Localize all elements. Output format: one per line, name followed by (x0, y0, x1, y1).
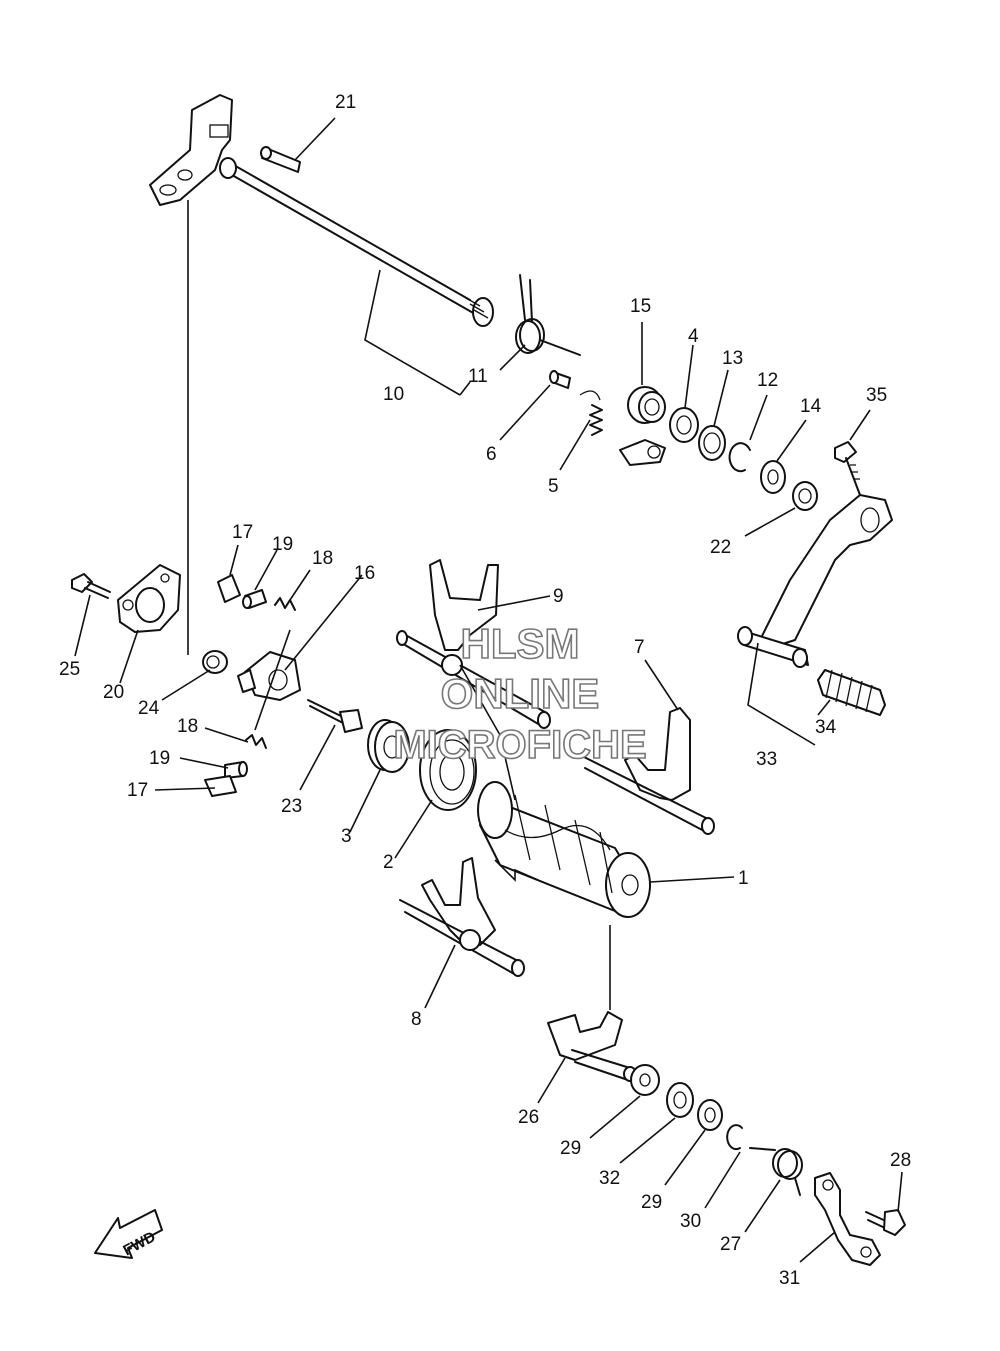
callout-29-upper: 29 (560, 1138, 581, 1159)
pin-17-bottom (204, 775, 237, 797)
washer-29-lower (697, 1099, 723, 1131)
callout-4: 4 (688, 326, 699, 347)
shift-shaft-assembly (149, 94, 494, 327)
washer-13 (698, 425, 726, 461)
callout-5: 5 (548, 476, 559, 497)
callout-16: 16 (354, 563, 375, 584)
callout-10: 10 (383, 384, 404, 405)
pin-6 (549, 370, 571, 389)
callout-29-lower: 29 (641, 1192, 662, 1213)
circlip-12 (728, 442, 751, 473)
callout-14: 14 (800, 396, 822, 417)
washer-29-upper (630, 1064, 660, 1096)
shift-guide-26 (547, 1011, 637, 1082)
screw-23 (307, 699, 363, 733)
callout-labels: 21 10 11 15 4 13 12 14 35 6 5 22 17 19 1… (59, 92, 911, 1289)
reference-lines (187, 200, 611, 1010)
callout-28: 28 (890, 1150, 911, 1171)
callout-31: 31 (779, 1268, 800, 1289)
torsion-spring-27 (749, 1147, 803, 1196)
shift-fork-8 (399, 857, 525, 977)
callout-25: 25 (59, 659, 80, 680)
callout-7: 7 (634, 637, 645, 658)
callout-18-bottom: 18 (177, 716, 198, 737)
pin-17-top (217, 574, 241, 603)
callout-11: 11 (468, 366, 488, 387)
oil-seal-22 (792, 481, 818, 511)
callout-8: 8 (411, 1009, 422, 1030)
bolt-35 (834, 441, 861, 496)
callout-33: 33 (756, 749, 777, 770)
callout-6: 6 (486, 444, 497, 465)
collar-15 (627, 386, 666, 424)
callout-32: 32 (599, 1168, 620, 1189)
callout-27: 27 (720, 1234, 741, 1255)
watermark-line-2: ONLINE (441, 670, 600, 717)
callout-35: 35 (866, 385, 887, 406)
callout-12: 12 (757, 370, 778, 391)
forward-direction-arrow: FWD (94, 1209, 163, 1259)
callout-2: 2 (383, 852, 394, 873)
callout-3: 3 (341, 826, 352, 847)
stopper-plate-20 (117, 564, 181, 633)
callout-17-top: 17 (232, 522, 253, 543)
spring-18-bottom (245, 734, 267, 749)
pedal-rubber-34 (817, 669, 886, 716)
callout-19-top: 19 (272, 534, 293, 555)
callout-15: 15 (630, 296, 651, 317)
circlip-30 (726, 1124, 743, 1151)
callout-24: 24 (138, 698, 160, 719)
callout-18-top: 18 (312, 548, 333, 569)
bearing-2 (419, 729, 477, 811)
callout-leaders (74, 117, 903, 1263)
bolt-25 (71, 573, 111, 599)
bushing-32 (666, 1082, 694, 1118)
pin-19-bottom (224, 761, 248, 779)
shift-shaft-spring (515, 274, 581, 356)
shift-drum-1 (477, 781, 651, 918)
shift-fork-7 (579, 707, 715, 835)
callout-21: 21 (335, 92, 356, 113)
spring-18-top (274, 597, 296, 611)
bolt-28 (865, 1209, 906, 1236)
watermark-line-3: MICROFICHE (393, 723, 646, 767)
pin-19-top (242, 589, 267, 609)
watermark: HLSM ONLINE MICROFICHE (393, 619, 648, 768)
stopper-lever-31 (814, 1172, 881, 1266)
callout-26: 26 (518, 1107, 539, 1128)
washer-4 (619, 407, 699, 466)
callout-20: 20 (103, 682, 124, 703)
callout-30: 30 (680, 1211, 701, 1232)
spring-5 (579, 390, 603, 436)
callout-17-bottom: 17 (127, 780, 148, 801)
callout-22: 22 (710, 537, 731, 558)
callout-23: 23 (281, 796, 302, 817)
shift-fork-9 (396, 559, 551, 729)
callout-13: 13 (722, 348, 743, 369)
callout-34: 34 (815, 717, 837, 738)
callout-1: 1 (738, 868, 749, 889)
watermark-line-1: HLSM (461, 620, 580, 667)
washer-14 (760, 460, 786, 494)
shift-pedal-assembly (737, 494, 893, 668)
nut-24 (202, 650, 228, 674)
callout-19-bottom: 19 (149, 748, 170, 769)
callout-9: 9 (553, 586, 564, 607)
segment-16 (237, 651, 301, 701)
drum-segment-3 (367, 719, 410, 773)
